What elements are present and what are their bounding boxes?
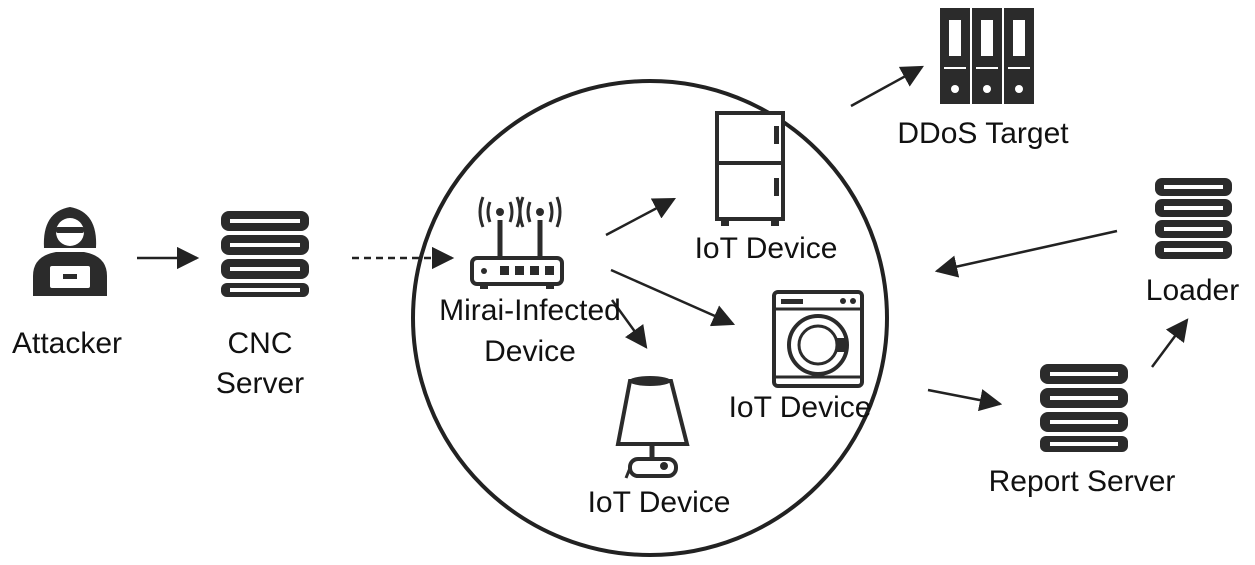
mirai-device-label-line2: Device [484, 335, 576, 368]
cnc-server-label-line1: CNC [227, 327, 293, 360]
wifi-router-icon [470, 196, 564, 289]
ddos-target-label: DDoS Target [897, 117, 1069, 150]
arrow-report-to-loader [1150, 318, 1189, 368]
iot-lamp-label: IoT Device [587, 486, 731, 519]
arrow-loader-to-network [934, 229, 1118, 278]
arrow-mirai-to-washer [610, 268, 736, 327]
arrow-network-to-report [927, 388, 1003, 412]
cnc-server-label-line2: Server [215, 367, 305, 400]
attacker-label: Attacker [11, 327, 123, 360]
iot-fridge-label: IoT Device [694, 232, 838, 265]
server-stack-icon [1155, 178, 1232, 259]
arrow-network-to-ddos [850, 65, 924, 108]
smart-lamp-icon [615, 376, 690, 479]
server-stack-icon [1040, 364, 1128, 452]
connection-arrows [137, 65, 1189, 412]
iot-washer-label: IoT Device [728, 391, 872, 424]
mirai-device-label-line1: Mirai-Infected [439, 294, 621, 327]
report-server-label: Report Server [988, 465, 1176, 498]
arrow-mirai-to-lamp [610, 299, 648, 349]
loader-label: Loader [1145, 274, 1240, 307]
refrigerator-icon [715, 111, 785, 226]
infected-network-circle [411, 79, 889, 557]
hooded-hacker-icon [33, 207, 107, 296]
arrow-mirai-to-fridge [605, 197, 676, 237]
server-stack-icon [221, 211, 309, 297]
server-rack-icon [940, 8, 1034, 104]
washing-machine-icon [772, 290, 864, 388]
